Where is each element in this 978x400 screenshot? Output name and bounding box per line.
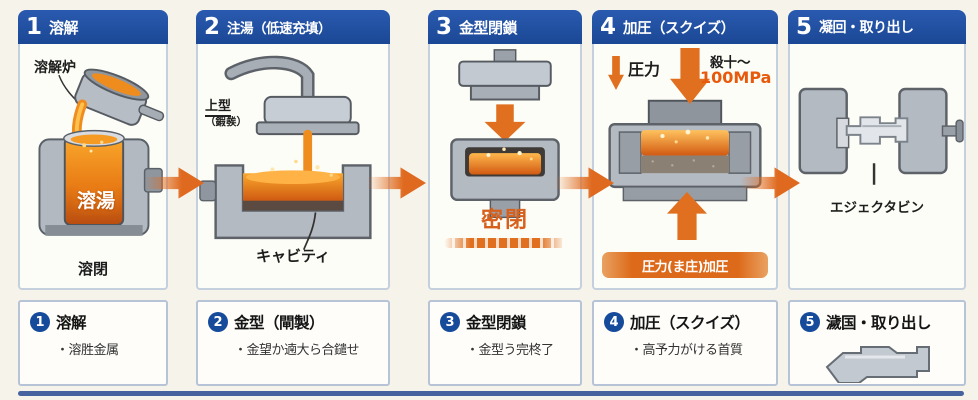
pressurized-mold-illustration — [608, 99, 762, 202]
cavity-label: キャビティ — [255, 247, 331, 265]
step-title: 加圧（スクイズ） — [623, 20, 735, 37]
caption-box: 3 金型閉鎖 ・金型う完柊了 — [428, 300, 582, 386]
caption-title: 金型閉鎖 — [466, 314, 527, 332]
panel-melting: 1 溶解 溶 — [18, 10, 168, 386]
step-title: 注湯（低速充填） — [227, 21, 332, 37]
panel-body: 溶解炉 溶湯 溶閉 — [18, 44, 168, 290]
panel-ejection: 5 凝回・取り出し エジェクタビン 5 濊国・取り出し — [788, 10, 966, 386]
panel-pouring: 2 注湯（低速充填） 上型 （鍜彂） キ — [196, 10, 390, 386]
pressure-value-label: 100MPa — [700, 68, 772, 87]
caption-title: 溶解 — [56, 314, 87, 332]
closing-mold-illustration — [450, 49, 560, 219]
caption-title: 濊国・取り出し — [826, 314, 932, 332]
panel-body: 圧力 殺十〜 100MPa 圧力(ま庄)加圧 — [592, 44, 778, 290]
step-number: 1 — [26, 13, 43, 40]
caption-bullet: ・金望か遖大ら合鑓せ — [234, 343, 360, 358]
cast-part-illustration — [825, 346, 930, 383]
pressure-label: 圧力 — [628, 60, 661, 79]
caption-box: 1 溶解 ・溶胜金属 — [18, 300, 168, 386]
step-title: 凝回・取り出し — [819, 20, 914, 36]
step-number: 4 — [600, 13, 617, 40]
panel-header: 1 溶解 — [18, 10, 168, 44]
sealed-highlight-bar — [444, 238, 566, 248]
panel-mold-closing: 3 金型閉鎖 密閉 3 金型閉鎖 ・金型う完柊了 — [428, 10, 582, 386]
melting-furnace-illustration — [38, 68, 165, 236]
panel-body: 密閉 — [428, 44, 582, 290]
squeeze-banner: 圧力(ま庄)加圧 — [602, 252, 768, 278]
pouring-mold-illustration — [199, 55, 372, 250]
caption-title: 金型（閘製） — [234, 314, 325, 332]
caption-number-badge: 1 — [30, 312, 50, 332]
step-number: 5 — [796, 13, 813, 40]
step-title: 金型閉鎖 — [459, 18, 518, 37]
panel-header: 5 凝回・取り出し — [788, 10, 966, 44]
panel-header: 3 金型閉鎖 — [428, 10, 582, 44]
panel-body: 上型 （鍜彂） キャビティ — [196, 44, 390, 290]
caption-number-badge: 5 — [800, 312, 820, 332]
caption-bullet: ・高予力がける首質 — [630, 343, 743, 358]
ejection-illustration — [798, 87, 964, 185]
caption-box: 2 金型（閘製） ・金望か遖大ら合鑓せ — [196, 300, 390, 386]
upper-die-text: 上型 — [205, 99, 232, 117]
step-title: 溶解 — [49, 18, 79, 37]
caption-title: 加圧（スクイズ） — [630, 314, 750, 332]
caption-bullet: ・金型う完柊了 — [466, 343, 554, 358]
caption-box: 5 濊国・取り出し — [788, 300, 966, 386]
caption-number-badge: 4 — [604, 312, 624, 332]
ejector-pin-label: エジェクタビン — [830, 200, 924, 216]
step-number: 2 — [204, 13, 221, 40]
panel-body: エジェクタビン — [788, 44, 966, 290]
caption-number-badge: 2 — [208, 312, 228, 332]
molten-metal-label: 溶湯 — [76, 190, 115, 212]
panel-header: 4 加圧（スクイズ） — [592, 10, 778, 44]
caption-bullet: ・溶胜金属 — [56, 343, 119, 358]
upper-die-subtext: （鍜彂） — [205, 115, 247, 128]
bottom-divider — [18, 391, 964, 396]
panel-header: 2 注湯（低速充填） — [196, 10, 390, 44]
caption-box: 4 加圧（スクイズ） ・高予力がける首質 — [592, 300, 778, 386]
furnace-label: 溶解炉 — [34, 60, 76, 76]
step-number: 3 — [436, 13, 453, 40]
upper-die-label: 上型 （鍜彂） — [205, 99, 247, 130]
caption-number-badge: 3 — [440, 312, 460, 332]
sealed-label: 密閉 — [480, 208, 529, 233]
pressure-range-label: 殺十〜 — [710, 55, 751, 71]
crucible-label: 溶閉 — [77, 260, 108, 278]
panel-squeeze: 4 加圧（スクイズ） 圧力 殺十〜 100MPa 圧力(ま — [592, 10, 778, 386]
